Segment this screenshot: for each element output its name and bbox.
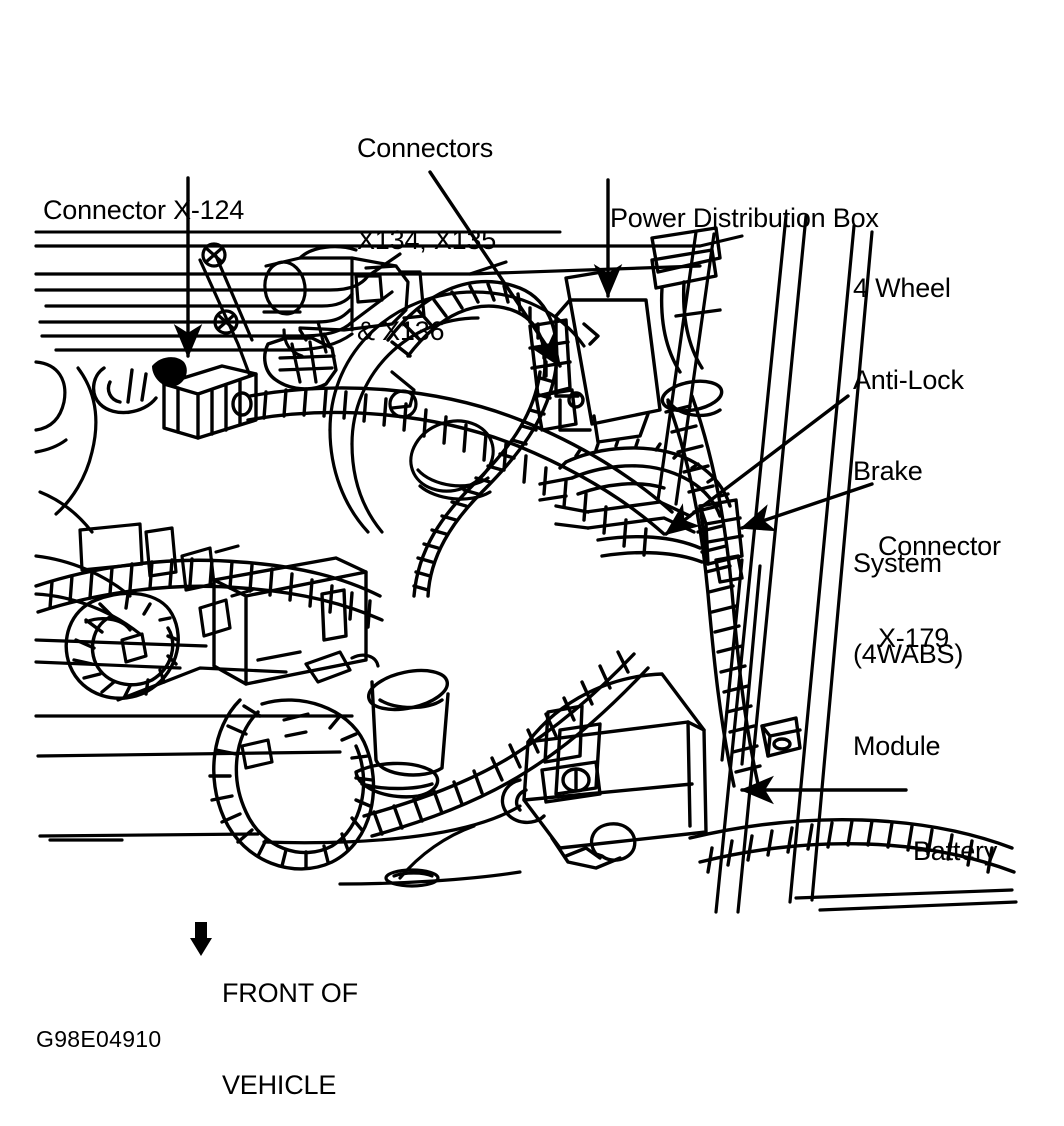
callout-abs-module-line-6: Module (853, 730, 941, 761)
battery-body (522, 672, 708, 850)
left-misc-components (78, 522, 254, 664)
front-of-vehicle-label: FRONT OF VEHICLE (222, 917, 358, 1126)
front-of-vehicle-arrow (190, 922, 212, 956)
connector-x179-block (698, 498, 744, 584)
battery-hold-down (550, 822, 637, 870)
callout-connectors-x134-line-2: X134, X135 (357, 224, 497, 255)
callout-abs-module-line-1: 4 Wheel (853, 273, 951, 303)
callout-connector-x124-line-1: Connector X-124 (43, 195, 245, 225)
callout-battery-line-1: Battery (913, 836, 998, 866)
cowl-bracket-diagonal (198, 254, 254, 378)
callout-connectors-x134-line-1: Connectors (357, 133, 494, 163)
callout-abs-module-line-2: Anti-Lock (853, 364, 964, 395)
callout-battery: Battery (913, 775, 997, 928)
leader-x134-group (428, 170, 562, 368)
battery-vent-cap-1 (543, 704, 584, 764)
callout-connector-x179-line-1: Connector (878, 531, 1001, 561)
center-box-component (212, 556, 368, 686)
callout-connectors-x134-line-3: & X136 (357, 316, 445, 346)
cowl-bolts (201, 242, 239, 335)
harness-battery-right (688, 818, 1016, 874)
right-upper-bracket (650, 226, 724, 418)
center-small-fittings (240, 650, 380, 770)
wiper-motor-assembly (262, 245, 426, 358)
front-of-vehicle-line-1: FRONT OF (222, 978, 358, 1008)
callout-abs-module-line-5: (4WABS) (853, 639, 964, 669)
leader-x179 (740, 482, 874, 532)
reservoir-cylinder (354, 668, 450, 799)
right-lower-panel (794, 888, 1018, 912)
figure-id-code: G98E04910 (36, 1026, 162, 1052)
lower-apron-plane (34, 638, 522, 888)
callout-connector-x179: Connector X-179 (878, 470, 1001, 714)
right-small-connector (760, 716, 802, 758)
callout-abs-module-line-4: System (853, 547, 942, 578)
leader-lines (173, 170, 908, 805)
callout-abs-module: 4 Wheel Anti-Lock Brake System (4WABS) M… (853, 212, 964, 822)
harness-bottom-center-right (362, 650, 650, 838)
abs-module-body (538, 438, 732, 564)
leader-4wabs (664, 394, 850, 536)
harness-x124-right (246, 386, 674, 557)
callout-power-distribution-box-line-1: Power Distribution Box (610, 203, 879, 233)
harness-left-loop (64, 591, 180, 700)
callout-connectors-x134-x135-x136: Connectors X134, X135 & X136 (357, 72, 496, 408)
upper-connector-cluster (263, 328, 338, 391)
drawing-body (34, 170, 1018, 956)
connector-x124-block (92, 357, 258, 440)
callout-abs-module-line-3: Brake (853, 456, 923, 486)
front-of-vehicle-line-2: VEHICLE (222, 1069, 337, 1100)
callout-connector-x124: Connector X-124 (43, 134, 244, 287)
battery-terminal-clamp (500, 760, 602, 824)
callout-power-distribution-box: Power Distribution Box (610, 142, 879, 295)
callout-connector-x179-line-2: X-179 (878, 622, 950, 653)
